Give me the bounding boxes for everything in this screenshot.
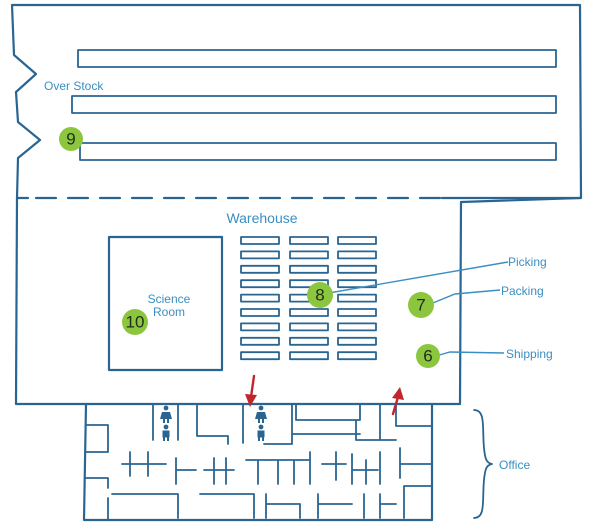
science-room-label-line2: Room [153, 305, 185, 319]
rack-shelf [240, 279, 280, 289]
rack-shelf [337, 279, 377, 289]
office-walls [85, 403, 433, 521]
rack-shelf [337, 336, 377, 346]
svg-text:10: 10 [126, 313, 145, 332]
over-stock-label: Over Stock [44, 79, 104, 93]
office-brace [473, 409, 493, 519]
office-area: Office [82, 402, 530, 522]
rack-shelf [289, 279, 329, 289]
picking-label: Picking [508, 255, 547, 269]
packing-leader-line [427, 289, 501, 306]
rack-shelf [337, 322, 377, 332]
rack-shelf [240, 250, 280, 260]
rack-shelf [337, 236, 377, 245]
warehouse-area: Warehouse Science Room [14, 196, 582, 406]
rack-shelf [240, 293, 280, 303]
marker-over-stock: 9 [59, 127, 83, 151]
rack-shelf [337, 308, 377, 317]
shelf-row [71, 95, 557, 114]
rack-shelf [337, 293, 377, 303]
restroom-woman-icon [255, 405, 267, 423]
picking-leader-line [322, 261, 509, 295]
rack-shelf [240, 322, 280, 332]
marker-shipping: 6 [416, 344, 440, 368]
packing-label: Packing [501, 284, 544, 298]
svg-text:7: 7 [416, 296, 425, 315]
warehouse-outline [14, 196, 582, 406]
rack-shelf [240, 351, 280, 361]
svg-text:9: 9 [66, 130, 75, 149]
warehouse-label: Warehouse [226, 210, 297, 226]
rack-shelf [289, 250, 329, 260]
shelf-row [79, 142, 557, 161]
svg-text:8: 8 [315, 286, 324, 305]
rack-shelf [289, 236, 329, 245]
svg-text:6: 6 [423, 347, 432, 366]
restroom-man-icon [162, 424, 170, 441]
rack-shelf [240, 236, 280, 245]
rack-shelf [289, 308, 329, 317]
over-stock-outline [10, 3, 583, 200]
office-label: Office [499, 458, 530, 472]
rack-shelf [289, 322, 329, 332]
shipping-label: Shipping [506, 347, 553, 361]
rack-shelf [337, 264, 377, 274]
rack-shelf [337, 351, 377, 361]
over-stock-area: Over Stock [10, 3, 583, 200]
rack-shelf [240, 308, 280, 317]
rack-shelf [337, 250, 377, 260]
restroom-man-icon [257, 424, 265, 441]
rack-shelf [240, 336, 280, 346]
marker-science-room: 10 [122, 309, 148, 335]
shelf-row [77, 49, 557, 68]
exit-arrow [391, 387, 404, 416]
shipping-leader-line [435, 351, 505, 357]
rack-shelf [289, 351, 329, 361]
rack-shelf [289, 264, 329, 274]
rack-shelf [240, 264, 280, 274]
restroom-woman-icon [160, 405, 172, 423]
science-room [107, 235, 224, 372]
picking-racks [240, 236, 377, 361]
marker-packing: 7 [408, 292, 434, 318]
office-outline [82, 402, 434, 522]
rack-shelf [289, 336, 329, 346]
science-room-label-line1: Science [148, 292, 191, 306]
marker-picking: 8 [307, 282, 333, 308]
entry-arrow [245, 374, 257, 407]
